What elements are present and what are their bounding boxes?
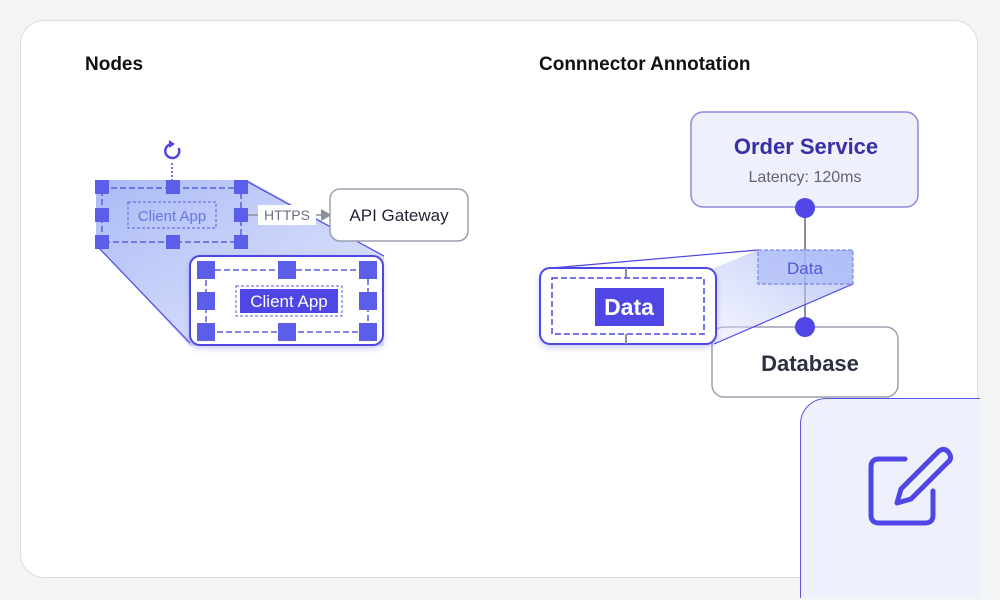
connector-data-label[interactable]: Data xyxy=(757,249,854,285)
client-app-zoom-content: Client App xyxy=(197,261,377,341)
data-zoom-content: Data xyxy=(551,268,705,344)
database-label: Database xyxy=(761,351,859,376)
zoom-handle xyxy=(197,292,215,310)
nodes-section-title: Nodes xyxy=(85,54,144,75)
zoom-handle xyxy=(359,261,377,279)
client-app-node[interactable]: Client App xyxy=(95,180,248,249)
client-app-zoom-label: Client App xyxy=(250,292,328,311)
rotate-handle[interactable] xyxy=(164,140,181,182)
connector-section-title: Connnector Annotation xyxy=(539,54,751,75)
zoom-handle xyxy=(278,261,296,279)
zoom-handle xyxy=(359,323,377,341)
zoom-handle xyxy=(359,292,377,310)
api-gateway-label: API Gateway xyxy=(349,206,449,225)
resize-handle[interactable] xyxy=(234,235,248,249)
order-service-title: Order Service xyxy=(734,134,878,159)
zoom-handle xyxy=(197,261,215,279)
database-node[interactable]: Database xyxy=(711,326,899,398)
edit-panel[interactable] xyxy=(800,398,980,598)
resize-handle[interactable] xyxy=(95,235,109,249)
resize-handle[interactable] xyxy=(234,180,248,194)
rotate-icon[interactable] xyxy=(164,140,181,160)
zoom-line xyxy=(551,249,759,269)
client-app-label: Client App xyxy=(138,208,206,225)
resize-handle[interactable] xyxy=(234,208,248,222)
resize-handle[interactable] xyxy=(95,208,109,222)
resize-handle[interactable] xyxy=(95,180,109,194)
order-service-subtitle: Latency: 120ms xyxy=(749,169,862,186)
edge-label: HTTPS xyxy=(264,207,310,223)
api-gateway-node[interactable]: API Gateway xyxy=(329,188,469,242)
data-zoom-label: Data xyxy=(604,294,654,320)
zoom-line xyxy=(713,283,854,345)
resize-handle[interactable] xyxy=(166,235,180,249)
label-outline xyxy=(127,201,217,229)
connector-data-text: Data xyxy=(787,259,823,278)
connector-endpoint-top[interactable] xyxy=(795,198,815,218)
order-service-node[interactable]: Order Service Latency: 120ms xyxy=(690,111,919,208)
zoom-data-highlight xyxy=(595,288,664,326)
connector-endpoint-bottom[interactable] xyxy=(795,317,815,337)
edit-icon[interactable] xyxy=(859,443,959,543)
zoom-label-highlight xyxy=(240,289,338,313)
zoom-line xyxy=(95,244,191,344)
zoom-handle xyxy=(278,323,296,341)
resize-handle[interactable] xyxy=(166,180,180,194)
zoom-handle xyxy=(197,323,215,341)
edge-label-bg xyxy=(258,205,316,225)
